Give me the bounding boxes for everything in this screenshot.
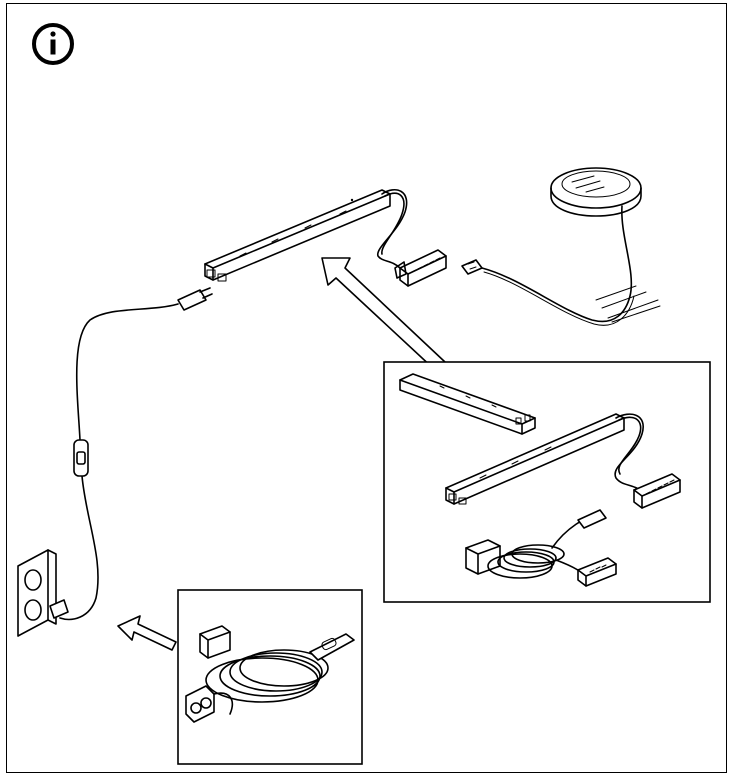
inset-driver-housing <box>399 373 536 435</box>
driver-input-plug <box>177 287 213 311</box>
led-driver-unit <box>204 189 391 282</box>
cable-cut-marks <box>595 285 661 323</box>
inset-power-cable-coil <box>185 625 355 723</box>
distributor-block <box>394 249 447 287</box>
light-connector-plug <box>461 259 483 275</box>
inset-coiled-cable <box>465 509 617 587</box>
power-cable <box>75 303 179 441</box>
inline-switch <box>73 439 89 477</box>
light-cable <box>481 205 633 323</box>
power-cable-lower <box>59 475 99 621</box>
info-circle-icon <box>32 23 74 65</box>
diagram-frame <box>6 3 727 773</box>
wall-outlet <box>17 549 69 637</box>
power-cable-inset <box>177 589 363 765</box>
inset-led-driver <box>445 413 644 505</box>
puck-led-light <box>550 167 642 217</box>
arrow-to-power-cable <box>117 615 177 651</box>
inset-distributor <box>633 473 681 509</box>
